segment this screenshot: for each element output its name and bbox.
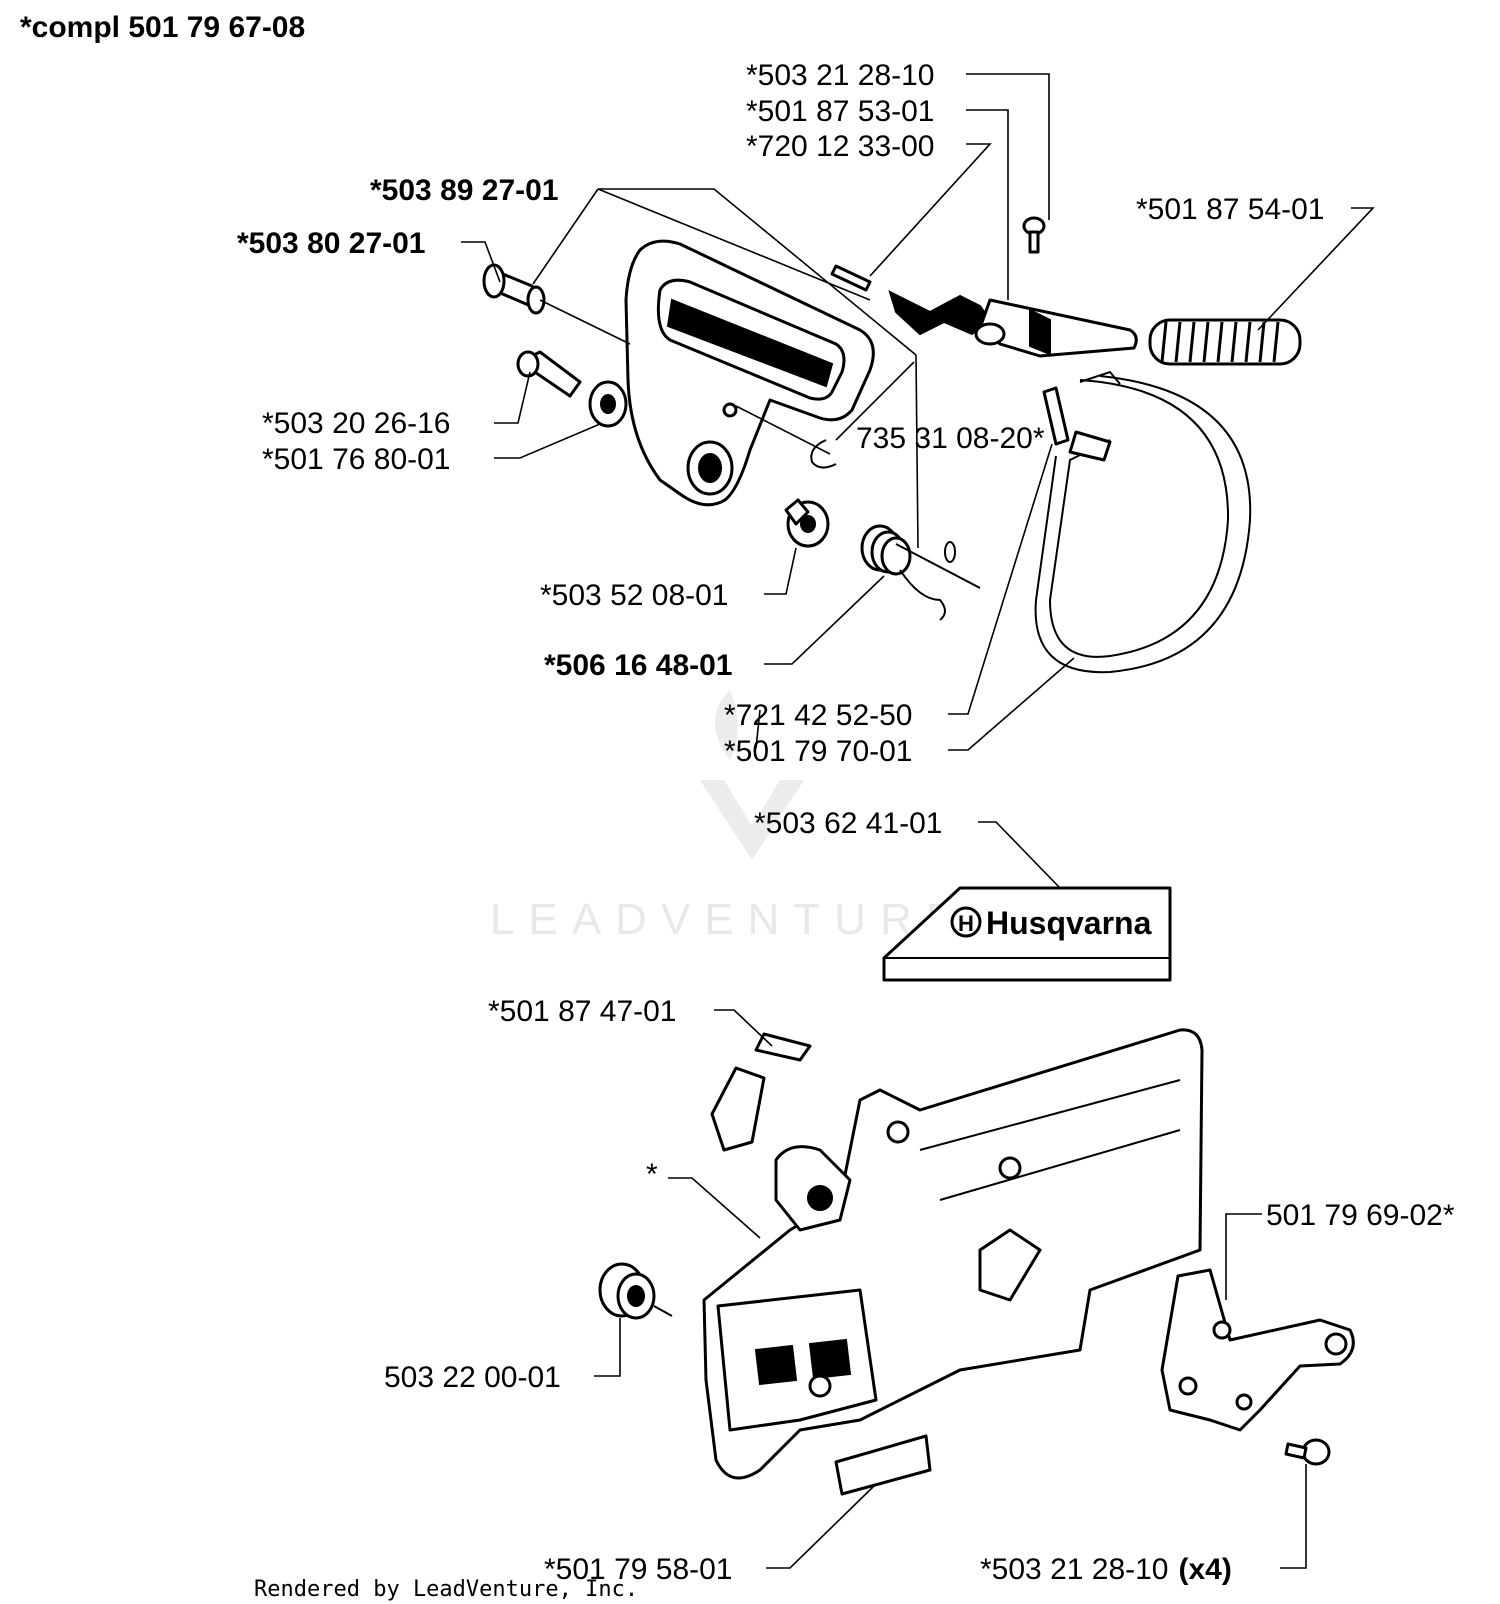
clip-drawing <box>810 439 837 469</box>
part-label[interactable]: *501 79 58-01 <box>544 1553 733 1586</box>
part-label[interactable]: *501 79 70-01 <box>724 735 913 768</box>
chain-catcher-drawing <box>710 1032 812 1152</box>
husqvarna-logo-text: Husqvarna <box>986 905 1152 941</box>
pin-drawing <box>830 264 872 292</box>
part-label[interactable]: *503 21 28-10 <box>746 59 935 92</box>
husqvarna-logo-icon: H <box>958 911 974 936</box>
screw-washer-drawing <box>516 350 628 428</box>
part-label[interactable]: *720 12 33-00 <box>746 130 935 163</box>
torsion-spring-drawing <box>860 524 981 621</box>
slide-block-drawing <box>834 1434 932 1496</box>
guide-plate-drawing <box>1160 1268 1355 1432</box>
watermark-text: LEADVENTURE <box>490 895 969 944</box>
pivot-bolt-drawing <box>784 498 830 548</box>
part-label[interactable]: * <box>646 1158 658 1191</box>
hand-guard-drawing <box>624 239 875 507</box>
part-label[interactable]: *503 80 27-01 <box>237 227 426 260</box>
part-label[interactable]: 735 31 08-20* <box>856 422 1045 455</box>
part-number: *503 21 28-10 <box>980 1553 1169 1586</box>
part-label[interactable]: *501 87 47-01 <box>488 995 677 1028</box>
part-label[interactable]: *503 62 41-01 <box>754 807 943 840</box>
brake-lever-drawing <box>888 290 1138 358</box>
bushing-drawing <box>482 263 546 315</box>
clutch-cover-drawing <box>702 1028 1204 1480</box>
assembly-title: *compl 501 79 67-08 <box>20 11 305 44</box>
quantity-suffix: (x4) <box>1179 1553 1232 1586</box>
part-labels: *503 21 28-10 *501 87 53-01 *720 12 33-0… <box>237 59 1455 1586</box>
part-label[interactable]: 503 22 00-01 <box>384 1361 561 1394</box>
leader-lines <box>461 73 1375 1569</box>
part-label[interactable]: *506 16 48-01 <box>544 649 733 682</box>
bar-nut-drawing <box>598 1262 673 1320</box>
brake-band-drawing <box>1034 370 1252 674</box>
bottom-screw-drawing <box>1284 1438 1331 1466</box>
part-label[interactable]: *721 42 52-50 <box>724 699 913 732</box>
part-label[interactable]: *501 87 53-01 <box>746 95 935 128</box>
small-screw-drawing <box>1022 216 1046 254</box>
part-label[interactable]: *501 87 54-01 <box>1136 193 1325 226</box>
part-label[interactable]: *503 89 27-01 <box>370 174 559 207</box>
part-label[interactable]: 501 79 69-02* <box>1266 1199 1455 1232</box>
part-label[interactable]: *503 52 08-01 <box>540 579 729 612</box>
husqvarna-decal: H Husqvarna <box>882 886 1172 982</box>
footer-credit: Rendered by LeadVenture, Inc. <box>254 1577 638 1602</box>
coil-spring-drawing <box>1148 318 1302 366</box>
part-label[interactable]: *503 20 26-16 <box>262 407 451 440</box>
part-label[interactable]: *501 76 80-01 <box>262 443 451 476</box>
watermark: LEADVENTURE <box>490 690 969 944</box>
part-label[interactable]: *503 21 28-10 (x4) <box>980 1553 1232 1586</box>
